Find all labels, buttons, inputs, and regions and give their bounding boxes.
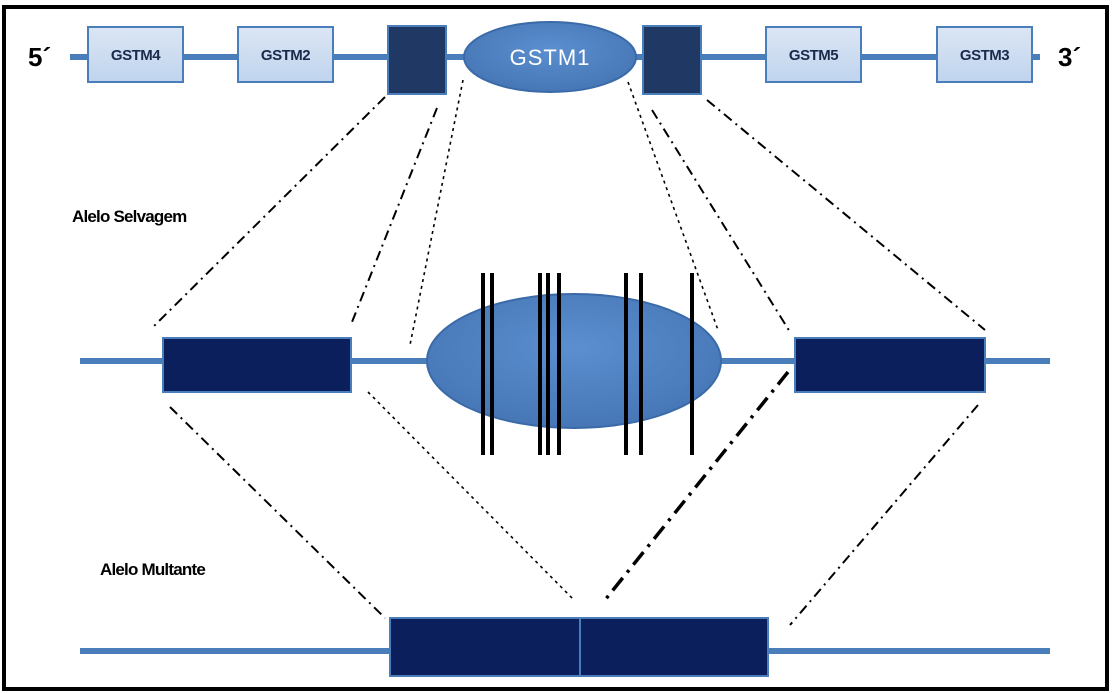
gene-gstm2-label: GSTM2 (261, 47, 310, 64)
gene-gstm4-label: GSTM4 (111, 47, 161, 64)
zoom-line (706, 99, 986, 331)
gene-gstm1-label: GSTM1 (510, 45, 591, 70)
zoom-line (603, 370, 790, 602)
mutant-allele-label: Alelo Multante (100, 560, 205, 579)
zoom-line (169, 406, 386, 619)
three-prime-label: 3´ (1058, 42, 1081, 72)
wild-flank-box-right (794, 337, 986, 393)
zoom-line (627, 81, 719, 331)
gene-gstm5-label: GSTM5 (789, 47, 838, 64)
five-prime-label: 5´ (28, 42, 51, 72)
flank-box-left (387, 25, 447, 95)
wild-gstm1-ellipse (426, 293, 722, 429)
wild-flank-box-left (162, 337, 352, 393)
exon-markers (481, 273, 694, 455)
zoom-line (789, 404, 979, 626)
gene-gstm3: GSTM3 (936, 26, 1033, 83)
gene-gstm4: GSTM4 (87, 26, 184, 83)
gene-gstm3-label: GSTM3 (960, 47, 1009, 64)
flank-box-right (642, 25, 702, 95)
zoom-line (351, 107, 438, 323)
zoom-line (151, 96, 386, 329)
gene-gstm2: GSTM2 (237, 26, 334, 83)
gene-gstm5: GSTM5 (765, 26, 862, 83)
zoom-line (409, 79, 464, 346)
wild-allele-label: Alelo Selvagem (72, 207, 187, 226)
gene-gstm1: GSTM1 (463, 21, 637, 93)
mutant-fused-box-right (579, 617, 769, 677)
mutant-fused-box-left (389, 617, 581, 677)
